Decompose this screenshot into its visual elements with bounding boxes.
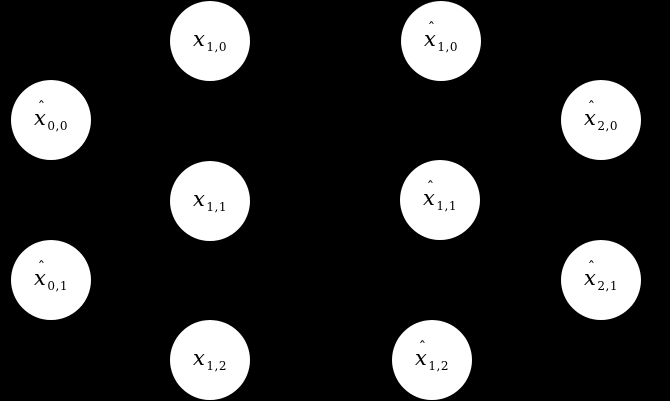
math-variable: x [193,346,205,370]
hat-accent-icon: ˆ [37,98,46,117]
hat-accent-icon: ˆ [418,338,427,357]
hat-accent-icon: ˆ [426,178,435,197]
subscript: 0,0 [47,119,68,133]
subscript: 2,1 [597,279,618,293]
subscript: 1,1 [436,199,457,213]
subscript: 1,2 [428,359,449,373]
math-variable: x [193,187,205,211]
hat-accent-icon: ˆ [427,19,436,38]
subscript: 2,0 [597,119,618,133]
subscript: 1,0 [206,40,227,54]
hat-accent-icon: ˆ [37,258,46,277]
hat-accent-icon: ˆ [587,98,596,117]
subscript: 0,1 [47,279,68,293]
subscript: 1,0 [437,40,458,54]
subscript: 1,1 [206,200,227,214]
subscript: 1,2 [206,359,227,373]
math-variable: x [193,27,205,51]
hat-accent-icon: ˆ [587,258,596,277]
